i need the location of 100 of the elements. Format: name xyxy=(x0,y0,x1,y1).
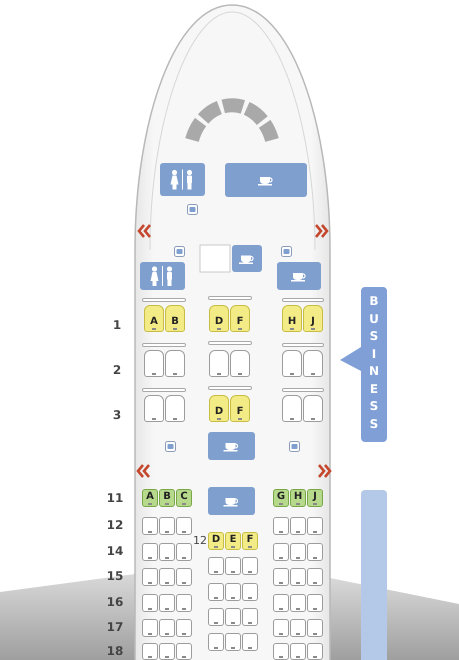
seat xyxy=(142,594,158,612)
seat xyxy=(144,305,164,332)
seat-letter: A xyxy=(146,492,154,502)
seat-letter: D xyxy=(212,535,220,545)
cabin-class-bar xyxy=(361,490,387,660)
seat xyxy=(303,305,323,332)
seat xyxy=(303,350,323,377)
seat xyxy=(307,568,323,586)
seat xyxy=(307,489,323,507)
seat xyxy=(142,489,158,507)
seat xyxy=(307,643,323,660)
seat xyxy=(159,489,175,507)
seat xyxy=(290,543,306,561)
seat-letter: G xyxy=(276,492,286,502)
seat xyxy=(142,517,158,535)
cabin-class-label: BUSINESS xyxy=(368,293,380,432)
seat xyxy=(225,608,241,626)
seat xyxy=(290,489,306,507)
seat xyxy=(242,557,258,575)
seat xyxy=(208,557,224,575)
seat xyxy=(282,395,302,422)
seat xyxy=(307,594,323,612)
seat xyxy=(144,350,164,377)
seat-letter: E xyxy=(230,535,236,545)
seat xyxy=(290,594,306,612)
seat xyxy=(242,608,258,626)
seat xyxy=(176,489,192,507)
seat xyxy=(159,543,175,561)
seat xyxy=(242,583,258,601)
seat-letter: H xyxy=(294,492,302,502)
seat xyxy=(273,643,289,660)
seat xyxy=(290,619,306,637)
seat-letter: D xyxy=(214,406,224,416)
seat xyxy=(273,619,289,637)
seat xyxy=(144,395,164,422)
seat xyxy=(273,517,289,535)
row-number: 12 xyxy=(106,517,124,533)
seat-letter: J xyxy=(311,316,315,326)
seat xyxy=(307,517,323,535)
seat xyxy=(282,350,302,377)
seat xyxy=(230,350,250,377)
seat xyxy=(159,568,175,586)
row-number: 1 xyxy=(112,317,122,333)
seat xyxy=(159,594,175,612)
seat xyxy=(290,517,306,535)
seat xyxy=(142,568,158,586)
seat-letter: J xyxy=(313,492,317,502)
seat xyxy=(282,305,302,332)
seat-letter: H xyxy=(288,316,296,326)
seat xyxy=(208,583,224,601)
seat xyxy=(176,568,192,586)
seat xyxy=(273,543,289,561)
seat-letter: F xyxy=(246,535,254,545)
seat xyxy=(273,568,289,586)
seat xyxy=(176,517,192,535)
seat-letter: C xyxy=(180,492,188,502)
row-number: 3 xyxy=(112,407,122,423)
row-number: 2 xyxy=(112,362,122,378)
seat xyxy=(208,633,224,651)
seat xyxy=(142,543,158,561)
cabin-class-banner xyxy=(340,287,387,442)
seat xyxy=(159,643,175,660)
row-number: 11 xyxy=(106,490,124,506)
seat xyxy=(225,557,241,575)
seat-letter: B xyxy=(163,492,171,502)
row-number: 12 xyxy=(193,533,207,549)
seat xyxy=(142,643,158,660)
seat xyxy=(303,395,323,422)
seat xyxy=(142,619,158,637)
seat xyxy=(165,350,185,377)
row-number: 14 xyxy=(106,543,124,559)
seat xyxy=(230,305,250,332)
seat xyxy=(159,517,175,535)
seat-letter: B xyxy=(171,316,179,326)
seat xyxy=(176,543,192,561)
seat-letter: D xyxy=(214,316,224,326)
seat-letter: A xyxy=(150,316,158,326)
seat xyxy=(208,532,224,550)
seat xyxy=(242,633,258,651)
seat xyxy=(159,619,175,637)
seat xyxy=(307,619,323,637)
seat xyxy=(290,568,306,586)
seat xyxy=(176,643,192,660)
seat xyxy=(209,350,229,377)
seat-letter: F xyxy=(236,406,244,416)
seat xyxy=(165,305,185,332)
row-number: 15 xyxy=(106,568,124,584)
seat xyxy=(165,395,185,422)
row-number: 16 xyxy=(106,594,124,610)
seat xyxy=(230,395,250,422)
seat-letter: F xyxy=(236,316,244,326)
seat xyxy=(208,608,224,626)
seat xyxy=(242,532,258,550)
seat xyxy=(176,594,192,612)
seat xyxy=(273,489,289,507)
seat xyxy=(176,619,192,637)
seat xyxy=(290,643,306,660)
row-number: 17 xyxy=(106,619,124,635)
seat xyxy=(225,633,241,651)
row-number: 18 xyxy=(106,643,124,659)
